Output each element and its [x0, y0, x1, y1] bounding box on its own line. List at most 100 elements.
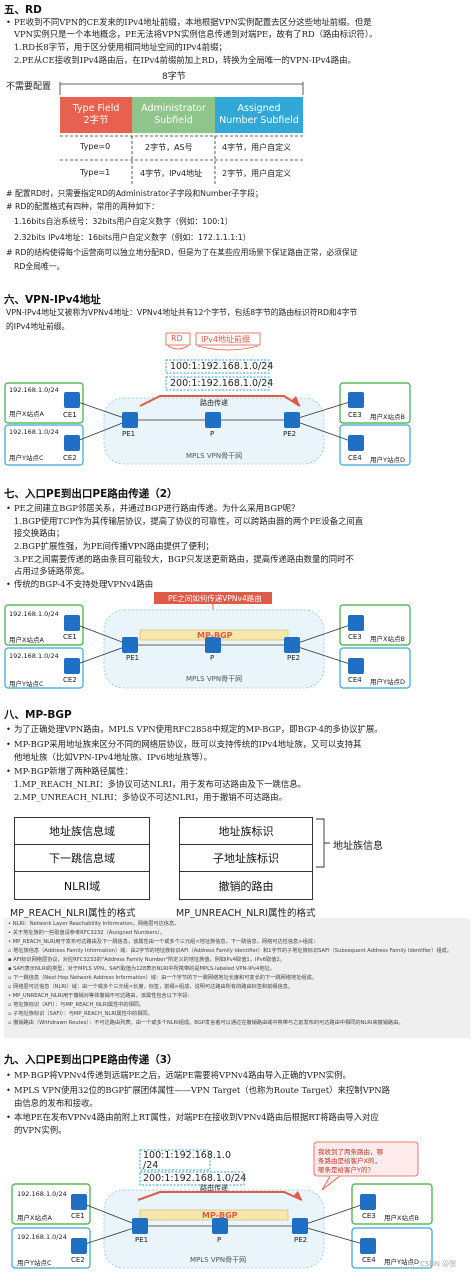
- sec9-bullet-1: •MP-BGP将VPNv4传递到远端PE之后，远端PE需要将VPNv4路由导入正…: [6, 1070, 351, 1080]
- sec9-bullet-2b: 由信息的发布和接收。: [14, 1098, 98, 1108]
- sec7-topology-diagram: [4, 592, 411, 689]
- note-line: ▫ 子地址族标识（SAFI）：与MP_REACH_NLRI属性中的相同。: [8, 1011, 153, 1017]
- sec6-pe2: PE2: [283, 430, 297, 438]
- section-7-title: 七、入口PE到出口PE路由传递（2）: [4, 488, 178, 500]
- sec9-callout-3: 哪条是给客户Y的？: [318, 1166, 374, 1174]
- sec7-site-a: 用户X站点A: [9, 636, 44, 644]
- sec9-site-c: 用户Y站点C: [17, 1259, 52, 1267]
- sec9-site-a: 用户X站点A: [17, 1214, 52, 1222]
- sec6-p: P: [210, 430, 215, 438]
- sec7-site-d: 用户Y站点D: [370, 678, 405, 686]
- rd-type-field-label: Type Field: [72, 103, 120, 114]
- family-info-brace: [316, 818, 330, 868]
- sec6-site-b: 用户X站点B: [370, 413, 405, 421]
- sec6-site-d: 用户Y站点D: [370, 456, 405, 464]
- unreach-field-3: 撤销的路由: [218, 879, 274, 893]
- note-line: • MP_REACH_NLRI用于发布可达路由及下一跳信息，该属性由一个或多个三…: [8, 939, 319, 945]
- sec9-route-2: 200:1:192.168.1.0/24: [143, 1173, 247, 1184]
- sec6-ce4: CE4: [348, 454, 362, 462]
- rd-type-field-size: 2字节: [83, 115, 109, 126]
- rd-row1-number: 4字节，用户自定义: [222, 143, 292, 152]
- note-line: ▫ 地址族标识（AFI）：与MP_REACH_NLRI属性中的相同。: [8, 1002, 145, 1008]
- sec7-subnet-a: 192.168.1.0/24: [9, 610, 59, 618]
- sec7-bullet-2: •传统的BGP-4不支持处理VPNv4路由: [6, 579, 154, 589]
- sec9-mpbgp-label: MP-BGP: [202, 1211, 238, 1220]
- rd-assigned-label-2: Number Subfield: [219, 115, 299, 126]
- reach-caption: MP_REACH_NLRI属性的格式: [10, 908, 136, 919]
- reach-field-3: NLRI域: [63, 879, 101, 893]
- sec9-pe2: PE2: [294, 1236, 308, 1244]
- sec7-site-c: 用户Y站点C: [9, 680, 44, 688]
- sec5-note-5: # RD的结构使得每个运营商可以独立地分配RD，但是为了在某些应用场景下保证路由…: [6, 248, 358, 257]
- sec9-backbone-label: MPLS VPN骨干网: [190, 1256, 247, 1264]
- sec7-line-1: 1.BGP使用TCP作为其传输层协议，提高了协议的可靠性，可以跨路由器的两个PE…: [14, 516, 364, 526]
- sec7-line-3b: 占用过多链路带宽。: [14, 566, 90, 576]
- sec6-prefix-label: IPv4地址前缀: [201, 335, 251, 344]
- sec6-subnet-c: 192.168.1.0/24: [9, 428, 59, 436]
- section-5-title: 五、RD: [4, 4, 42, 16]
- sec9-p: P: [217, 1236, 222, 1244]
- sec6-ce2: CE2: [63, 454, 77, 462]
- sec7-ce4: CE4: [348, 676, 362, 684]
- rd-row2-admin: 4字节，IPv4地址: [140, 169, 203, 178]
- sec9-route-1b: /24: [143, 1160, 159, 1171]
- sec6-ce3: CE3: [348, 411, 362, 419]
- unreach-field-2: 子地址族标识: [180, 845, 312, 872]
- sec5-note-3: 1.16bits自治系统号：32bits用户自定义数字（例如：100:1）: [14, 217, 233, 226]
- rd-row2-number: 2字节，用户自定义: [222, 169, 292, 178]
- section-6-title: 六、VPN-IPv4地址: [4, 294, 101, 306]
- sec9-ce3: CE3: [362, 1212, 376, 1220]
- sec7-ce3: CE3: [348, 633, 362, 641]
- sec6-text-1: VPN-IPv4地址又被称为VPNv4地址：VPNv4地址共有12个字节，包括8…: [6, 308, 358, 317]
- mp-reach-nlri-box: 地址族信息域 下一跳信息域 NLRI域: [14, 817, 150, 900]
- sec5-bullet-1b: VPN实例只是一个本地概念，PE无法将VPN实例信息传递到对端PE，故有了RD（…: [14, 29, 378, 39]
- sec7-p: P: [210, 654, 215, 662]
- rd-assigned-subfield: Assigned Number Subfield: [215, 97, 303, 133]
- note-line: • NLRI：Network Layer Reachability Inform…: [8, 921, 180, 927]
- sec5-note-1: # 配置RD时，只需要指定RD的Administrator子字段和Number子…: [6, 189, 263, 198]
- sec9-pe1: PE1: [135, 1236, 149, 1244]
- sec9-callout-1: 我收到了两条路由，哪: [318, 1148, 383, 1156]
- sec5-note-5b: RD全局唯一。: [14, 262, 65, 271]
- rd-row2-type: Type=1: [80, 168, 111, 177]
- sec5-line-1: 1.RD长8字节，用于区分使用相同地址空间的IPv4前缀；: [14, 42, 227, 52]
- mp-unreach-nlri-box: 地址族标识 子地址族标识 撤销的路由: [179, 817, 313, 900]
- unreach-caption: MP_UNREACH_NLRI属性的格式: [176, 908, 316, 919]
- note-line: ▫ 地址族信息（Address Family Information）域：由2字…: [8, 948, 453, 954]
- sec8-line-2: 2.MP_UNREACH_NLRI：多协议不可达NLRI，用于撤销不可达路由。: [14, 792, 287, 802]
- sec9-ce1: CE1: [71, 1212, 85, 1220]
- family-info-label: 地址族信息: [333, 841, 383, 852]
- rd-assigned-label: Assigned: [237, 103, 281, 114]
- watermark: CSDN @贺: [420, 1260, 457, 1268]
- sec7-backbone-label: MPLS VPN骨干网: [186, 675, 243, 683]
- note-line: ▪ SAFI表示NLRI的类型，对于MPLS VPN，SAFI取值为128表示N…: [8, 966, 275, 972]
- sec7-pe2: PE2: [287, 654, 301, 662]
- sec5-note-2: # RD的配置格式有四种，常用的两种如下：: [6, 202, 159, 211]
- sec9-site-d: 用户Y站点D: [384, 1258, 419, 1266]
- sec7-ce2: CE2: [63, 676, 77, 684]
- sec6-site-a: 用户X站点A: [9, 410, 44, 418]
- sec9-bullet-3b: 的VPN实例。: [14, 1125, 67, 1135]
- sec7-line-1b: 接交换路由；: [14, 528, 65, 538]
- sec9-ce4: CE4: [362, 1256, 376, 1264]
- sec6-subnet-a: 192.168.1.0/24: [9, 386, 59, 394]
- mp-bgp-notes-box: • NLRI：Network Layer Reachability Inform…: [4, 918, 470, 1038]
- sec8-bullet-1: •为了正确处理VPN路由，MPLS VPN使用RFC2858中规定的MP-BGP…: [6, 724, 383, 734]
- reach-field-2: 下一跳信息域: [15, 845, 149, 872]
- sec9-ce2: CE2: [71, 1256, 85, 1264]
- unreach-field-1: 地址族标识: [180, 818, 312, 845]
- note-line: • 关于地址族的一些取值请参考RFC3232（Assigned Numbers）…: [8, 930, 166, 936]
- rd-row1-admin: 2字节，AS号: [145, 143, 193, 152]
- sec6-pe1: PE1: [122, 430, 136, 438]
- sec7-ce1: CE1: [63, 633, 77, 641]
- sec6-text-1b: 的IPv4地址前缀。: [6, 322, 70, 331]
- sec6-ce1: CE1: [63, 411, 77, 419]
- sec9-site-b: 用户X站点B: [384, 1214, 419, 1222]
- sec9-callout-2: 条路由是给客户X的，: [318, 1157, 381, 1165]
- rd-not-config-label: 不需要配置: [6, 82, 52, 92]
- sec6-route-1: 100:1:192.168.1.0/24: [170, 361, 274, 372]
- rd-row1-type: Type=0: [80, 142, 111, 151]
- sec6-topology-diagram: [4, 332, 411, 466]
- sec7-subnet-c: 192.168.1.0/24: [9, 652, 59, 660]
- sec5-note-4: 2.32bits IPv4地址：16bits用户自定义数字（例如：172.1.1…: [14, 233, 251, 242]
